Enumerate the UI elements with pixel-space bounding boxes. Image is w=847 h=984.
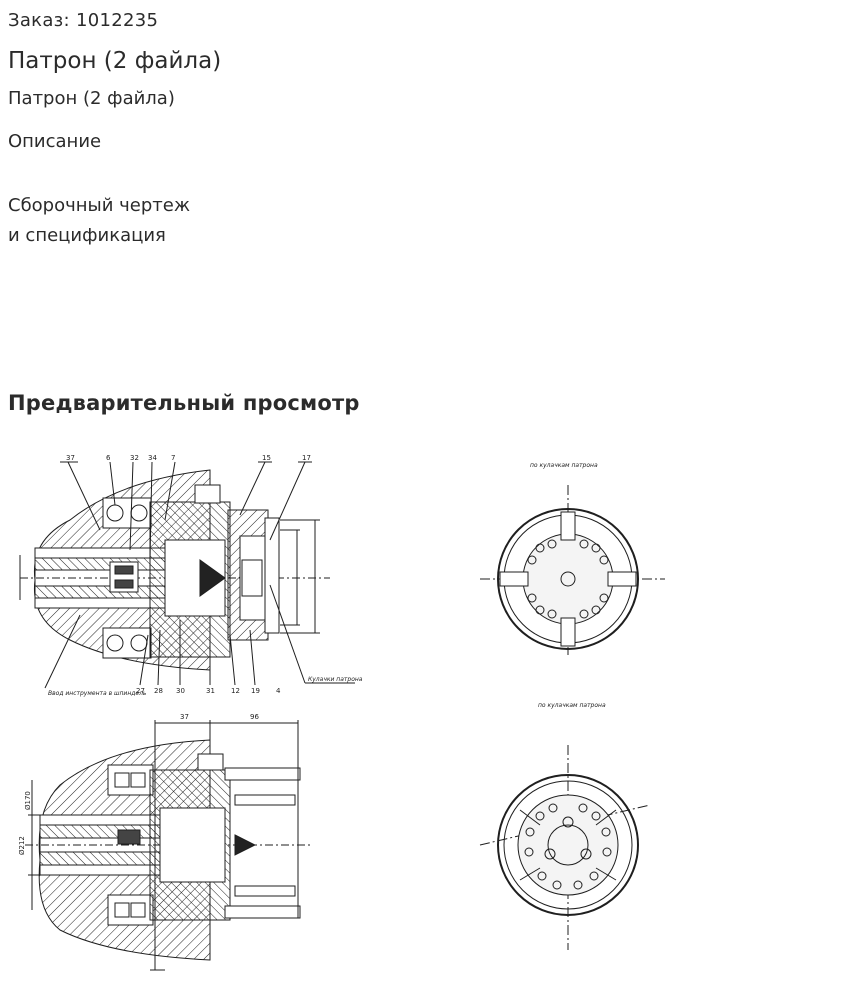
view-label-top: по кулачкам патрона	[530, 462, 598, 469]
description-heading: Описание	[8, 131, 102, 152]
description-line-2: и спецификация	[8, 225, 166, 246]
callout-32: 32	[130, 454, 139, 462]
section-view-bottom	[25, 720, 310, 971]
product-subtitle: Патрон (2 файла)	[8, 88, 175, 109]
callout-12: 12	[231, 687, 240, 695]
callout-15: 15	[262, 454, 271, 462]
order-label: Заказ:	[8, 10, 70, 31]
dim-d170: Ø170	[24, 791, 32, 810]
callouts-top: 37 6 32 34 7 15 17 27 28 30 31 12 19 4 В…	[48, 454, 363, 697]
front-view-top	[480, 485, 665, 655]
callout-31: 31	[206, 687, 215, 695]
dim-96: 96	[250, 713, 259, 721]
note-left: Ввод инструмента в шпиндель	[48, 690, 147, 697]
dim-37: 37	[180, 713, 189, 721]
view-label-bottom: по кулачкам патрона	[538, 702, 606, 709]
front-view-bottom	[479, 745, 651, 950]
callout-30: 30	[176, 687, 185, 695]
order-value: 1012235	[75, 10, 159, 31]
callout-4: 4	[276, 687, 281, 695]
dim-d212: Ø212	[18, 836, 26, 855]
note-right: Кулачки патрона	[308, 676, 363, 683]
preview-heading: Предварительный просмотр	[8, 391, 360, 415]
order-number: Заказ: 1012235	[8, 10, 158, 31]
product-title: Патрон (2 файла)	[8, 48, 222, 74]
section-view-top	[19, 461, 355, 689]
preview-drawing-image[interactable]: 37 6 32 34 7 15 17 27 28 30 31 12 19 4 В…	[0, 440, 847, 980]
callout-37: 37	[66, 454, 75, 462]
callout-27: 27	[136, 687, 145, 695]
callout-28: 28	[154, 687, 163, 695]
callout-7: 7	[171, 454, 175, 462]
description-line-1: Сборочный чертеж	[8, 195, 191, 216]
callout-17: 17	[302, 454, 311, 462]
callout-6: 6	[106, 454, 111, 462]
callout-34: 34	[148, 454, 157, 462]
description-text: Сборочный чертеж и спецификация	[8, 191, 268, 251]
callout-19: 19	[251, 687, 260, 695]
